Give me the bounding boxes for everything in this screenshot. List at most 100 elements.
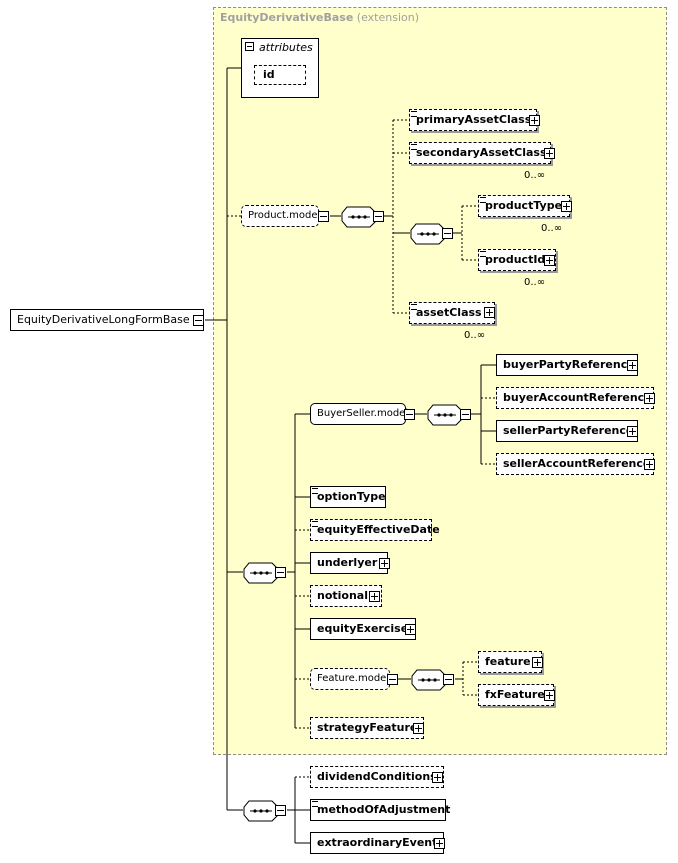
collapse-icon[interactable] (318, 211, 329, 222)
expand-icon[interactable] (405, 624, 416, 635)
element-dividend-conditions[interactable]: dividendConditions (310, 766, 444, 788)
element-label: feature (485, 655, 531, 668)
element-strategy-feature[interactable]: strategyFeature (310, 717, 424, 739)
element-label: dividendConditions (317, 770, 437, 783)
attributes-title: attributes (259, 41, 313, 54)
element-label: notional (317, 589, 368, 602)
expand-icon[interactable] (544, 690, 555, 701)
collapse-icon[interactable] (387, 674, 398, 685)
element-label: equityExercise (317, 622, 409, 635)
sequence-icon (411, 669, 447, 691)
expand-icon[interactable] (561, 201, 572, 212)
extension-base-name: EquityDerivativeBase (220, 11, 354, 24)
expand-icon[interactable] (413, 723, 424, 734)
element-buyer-account-reference[interactable]: buyerAccountReference (496, 387, 654, 409)
extension-label: (extension) (356, 11, 419, 24)
product-model-label: Product.model (248, 210, 321, 221)
sequence-icon (243, 800, 279, 822)
documentation-icon (480, 197, 486, 203)
element-label: strategyFeature (317, 721, 418, 734)
documentation-icon (411, 144, 417, 150)
product-model-group[interactable]: Product.model (241, 205, 321, 227)
expand-icon[interactable] (627, 426, 638, 437)
element-seller-account-reference[interactable]: sellerAccountReference (496, 453, 654, 475)
documentation-icon (411, 111, 417, 117)
expand-icon[interactable] (544, 148, 555, 159)
collapse-icon[interactable] (460, 409, 471, 420)
sequence-icon (341, 206, 377, 228)
element-underlyer[interactable]: underlyer (310, 552, 388, 574)
collapse-icon[interactable] (443, 674, 454, 685)
collapse-icon[interactable] (404, 409, 415, 420)
element-fx-feature[interactable]: fxFeature (478, 684, 554, 706)
element-label: assetClass (416, 306, 482, 319)
expand-icon[interactable] (432, 772, 443, 783)
collapse-icon[interactable] (442, 228, 453, 239)
collapse-icon[interactable] (275, 805, 286, 816)
element-secondary-asset-class[interactable]: secondaryAssetClass (409, 142, 551, 164)
element-label: underlyer (317, 556, 378, 569)
attribute-id[interactable]: id (254, 65, 306, 85)
element-seller-party-reference[interactable]: sellerPartyReference (496, 420, 638, 442)
element-label: optionType (317, 490, 386, 503)
cardinality-label: 0..∞ (524, 170, 546, 181)
buyer-seller-model-label: BuyerSeller.model (317, 408, 409, 419)
expand-icon[interactable] (644, 459, 655, 470)
extension-container (213, 7, 667, 755)
expand-icon[interactable] (644, 393, 655, 404)
element-label: sellerPartyReference (503, 424, 634, 437)
root-element[interactable]: EquityDerivativeLongFormBase (10, 309, 204, 331)
element-option-type[interactable]: optionType (310, 486, 386, 508)
expand-icon[interactable] (544, 255, 555, 266)
element-label: buyerPartyReference (503, 358, 635, 371)
extension-title: EquityDerivativeBase (extension) (220, 11, 419, 24)
sequence-icon (427, 404, 463, 426)
documentation-icon (480, 251, 486, 257)
element-label: secondaryAssetClass (416, 146, 547, 159)
collapse-icon[interactable] (245, 42, 254, 51)
element-label: primaryAssetClass (416, 113, 532, 126)
element-label: fxFeature (485, 688, 545, 701)
collapse-icon[interactable] (193, 315, 204, 326)
sequence-icon (243, 562, 279, 584)
expand-icon[interactable] (529, 115, 540, 126)
element-label: sellerAccountReference (503, 457, 651, 470)
element-equity-exercise[interactable]: equityExercise (310, 618, 416, 640)
documentation-icon (312, 801, 318, 807)
sequence-icon (410, 223, 446, 245)
element-product-type[interactable]: productType (478, 195, 570, 217)
cardinality-label: 0..∞ (464, 330, 486, 341)
documentation-icon (411, 304, 417, 310)
element-buyer-party-reference[interactable]: buyerPartyReference (496, 354, 638, 376)
expand-icon[interactable] (379, 558, 390, 569)
element-product-id[interactable]: productId (478, 249, 556, 271)
element-label: buyerAccountReference (503, 391, 652, 404)
element-primary-asset-class[interactable]: primaryAssetClass (409, 109, 537, 131)
expand-icon[interactable] (627, 360, 638, 371)
element-label: productId (485, 253, 546, 266)
element-extraordinary-events[interactable]: extraordinaryEvents (310, 832, 444, 854)
collapse-icon[interactable] (275, 567, 286, 578)
element-equity-effective-date[interactable]: equityEffectiveDate (310, 519, 440, 541)
element-notional[interactable]: notional (310, 585, 382, 607)
expand-icon[interactable] (484, 307, 495, 318)
element-label: extraordinaryEvents (317, 836, 444, 849)
collapse-icon[interactable] (373, 211, 384, 222)
element-label: methodOfAdjustment (317, 803, 451, 816)
buyer-seller-model-group[interactable]: BuyerSeller.model (310, 403, 409, 425)
expand-icon[interactable] (532, 657, 543, 668)
documentation-icon (312, 488, 318, 494)
element-label: equityEffectiveDate (317, 523, 440, 536)
element-label: productType (485, 199, 563, 212)
cardinality-label: 0..∞ (524, 277, 546, 288)
cardinality-label: 0..∞ (541, 223, 563, 234)
element-asset-class[interactable]: assetClass (409, 302, 495, 324)
expand-icon[interactable] (434, 838, 445, 849)
feature-model-group[interactable]: Feature.model (310, 668, 390, 690)
expand-icon[interactable] (369, 591, 380, 602)
feature-model-label: Feature.model (317, 673, 390, 684)
documentation-icon (312, 521, 318, 527)
root-label: EquityDerivativeLongFormBase (17, 313, 190, 326)
element-method-of-adjustment[interactable]: methodOfAdjustment (310, 799, 450, 821)
